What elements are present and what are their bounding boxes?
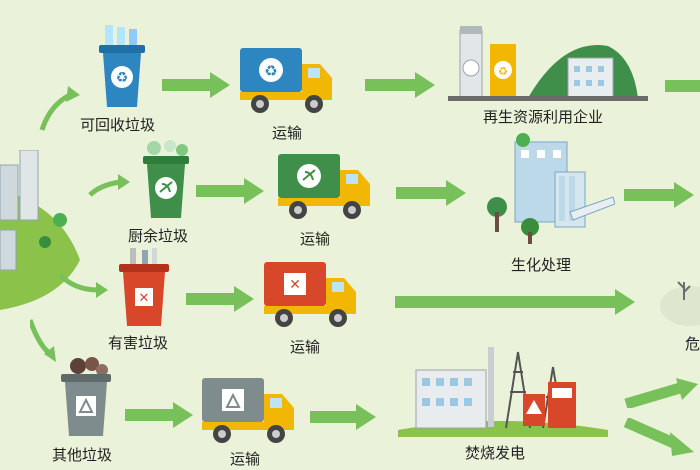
svg-text:♻: ♻: [264, 62, 277, 80]
category-label-kitchen: 厨余垃圾: [128, 227, 189, 245]
recycling-plant-illustration: ♻: [448, 26, 648, 101]
category-label-hazardous: 有害垃圾: [108, 334, 169, 352]
arrow-2a: [196, 178, 264, 204]
destination-label-4: 焚烧发电: [465, 444, 526, 462]
arrow-4b: [310, 404, 376, 430]
recyclable-bin: ♻: [99, 25, 145, 107]
arrow-1b: [365, 72, 435, 98]
destination-label-2: 生化处理: [511, 256, 572, 274]
transport-label-2: 运输: [300, 230, 331, 248]
truck-other: [202, 378, 294, 443]
svg-text:✕: ✕: [139, 291, 150, 306]
arrow-3b-long: [395, 289, 635, 315]
arrow-1a: [162, 72, 230, 98]
svg-text:♻: ♻: [116, 70, 129, 86]
arrow-2b: [396, 180, 466, 206]
destination-label-1: 再生资源利用企业: [483, 108, 604, 126]
arrow-3a: [186, 286, 254, 312]
arrow-4a: [125, 402, 193, 428]
biochemical-plant-illustration: [487, 133, 615, 244]
category-label-other: 其他垃圾: [52, 446, 113, 464]
category-label-recyclable: 可回收垃圾: [80, 116, 156, 134]
arrow-4d-down: [624, 418, 694, 456]
arrow-2c: [624, 182, 694, 208]
other-waste-bin: [61, 357, 111, 436]
truck-recyclable: ♻: [240, 48, 332, 113]
svg-text:✕: ✕: [289, 277, 301, 293]
transport-label-1: 运输: [272, 124, 303, 142]
transport-label-4: 运输: [230, 450, 261, 468]
arrow-4c-up: [624, 378, 698, 408]
svg-text:♻: ♻: [498, 65, 508, 78]
truck-kitchen: [278, 154, 370, 219]
hazardous-waste-bin: ✕: [119, 248, 169, 326]
hazardous-facility-illustration: [660, 281, 700, 326]
city-hill-illustration: [0, 150, 80, 310]
truck-hazardous: ✕: [264, 262, 356, 327]
arrow-1c: [665, 80, 700, 92]
transport-label-3: 运输: [290, 338, 321, 356]
kitchen-waste-bin: [143, 140, 189, 218]
destination-label-3: 危: [685, 335, 700, 353]
incineration-plant-illustration: [398, 347, 608, 437]
distribution-arrows: [30, 86, 130, 362]
